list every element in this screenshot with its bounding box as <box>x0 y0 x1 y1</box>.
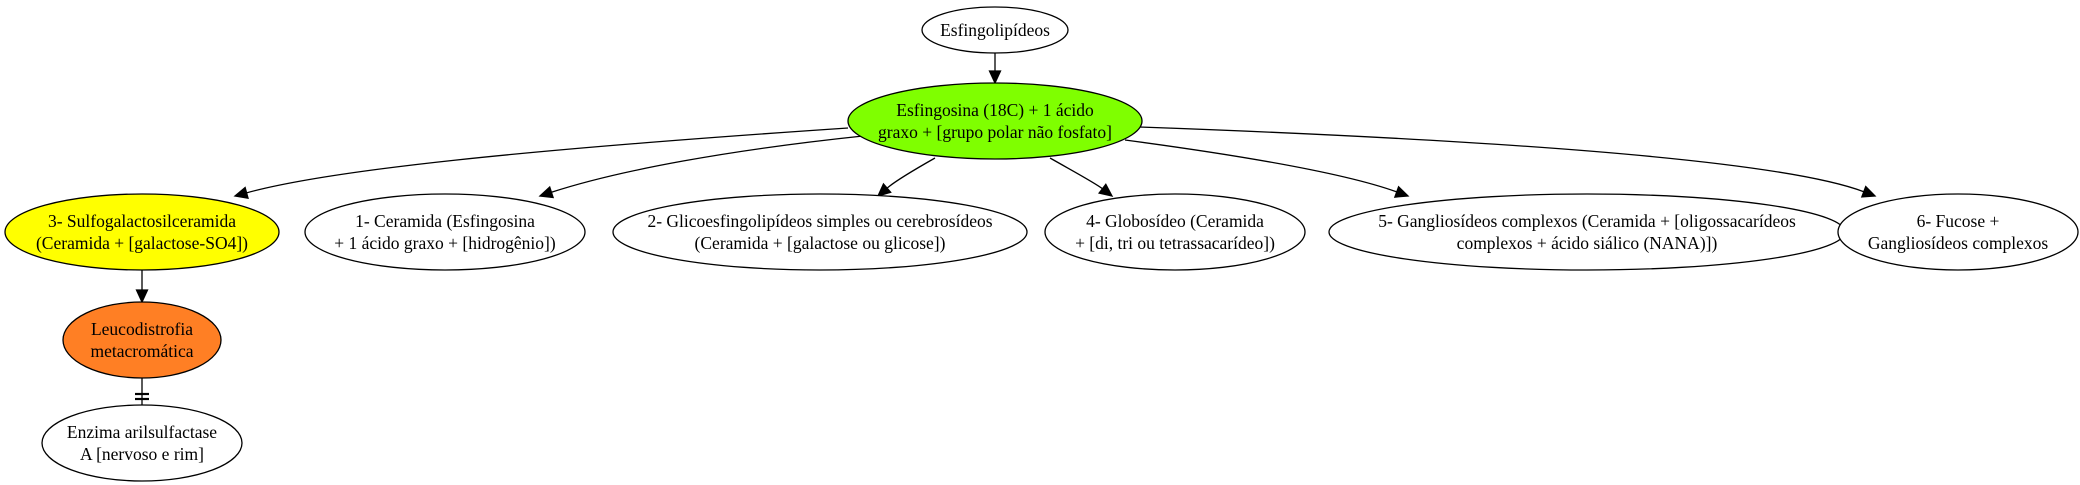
node-ellipse <box>4 193 280 271</box>
node-esfingolipideos: Esfingolipídeos <box>921 6 1069 54</box>
node-label-line: Enzima arilsulfactase <box>67 422 217 442</box>
node-ellipse <box>1837 193 2079 271</box>
node-label-line: Esfingolipídeos <box>940 20 1050 40</box>
node-label-line: (Ceramida + [galactose ou glicose]) <box>695 233 946 253</box>
edge-esfingosina-to-sulfogalactosil <box>233 127 849 199</box>
node-label-line: + 1 ácido graxo + [hidrogênio]) <box>334 233 556 253</box>
edge-esfingolipideos-to-esfingosina <box>988 53 1002 85</box>
node-label-line: 2- Glicoesfingolipídeos simples ou cereb… <box>647 211 992 231</box>
edge-esfingosina-to-fucose <box>1139 126 1877 198</box>
edge-esfingosina-to-gangliosideos <box>1124 139 1410 198</box>
node-ellipse <box>847 82 1143 160</box>
node-label-line: + [di, tri ou tetrassacarídeo]) <box>1075 233 1275 253</box>
node-label-line: A [nervoso e rim] <box>80 444 204 464</box>
node-glicoesfingolipideos: 2- Glicoesfingolipídeos simples ou cereb… <box>612 193 1028 271</box>
node-label-line: metacromática <box>91 341 194 361</box>
edge-esfingosina-to-glicoesfingolipideos <box>876 157 936 198</box>
arrowhead-icon <box>1393 185 1410 198</box>
node-label-line: 6- Fucose + <box>1917 211 2000 231</box>
edge-leucodistrofia-to-enzima <box>135 378 149 405</box>
edge-line <box>1139 126 1865 193</box>
node-ceramida: 1- Ceramida (Esfingosina+ 1 ácido graxo … <box>304 193 586 271</box>
arrowhead-icon <box>1860 185 1877 198</box>
edge-line <box>1124 139 1397 193</box>
edge-line <box>886 157 936 189</box>
node-label-line: Gangliosídeos complexos <box>1868 233 2049 253</box>
arrowhead-icon <box>876 182 892 198</box>
node-label-line: 1- Ceramida (Esfingosina <box>355 211 535 231</box>
node-gangliosideos: 5- Gangliosídeos complexos (Ceramida + [… <box>1328 193 1846 271</box>
arrowhead-icon <box>1097 183 1114 197</box>
node-label-line: graxo + [grupo polar não fosfato] <box>878 122 1112 142</box>
node-sulfogalactosil: 3- Sulfogalactosilceramida(Ceramida + [g… <box>4 193 280 271</box>
node-label-line: 5- Gangliosídeos complexos (Ceramida + [… <box>1378 211 1796 231</box>
node-ellipse <box>1328 193 1846 271</box>
node-label-line: 4- Globosídeo (Ceramida <box>1086 211 1264 231</box>
node-label-line: (Ceramida + [galactose-SO4]) <box>36 233 248 253</box>
node-ellipse <box>62 301 222 379</box>
node-label-line: Leucodistrofia <box>91 319 193 339</box>
node-ellipse <box>41 404 243 482</box>
node-label-line: complexos + ácido siálico (NANA)]) <box>1457 233 1718 253</box>
arrowhead-icon <box>538 185 555 199</box>
arrowhead-icon <box>988 70 1002 85</box>
edges-layer <box>135 53 1877 405</box>
edge-line <box>1049 157 1103 190</box>
node-label-line: 3- Sulfogalactosilceramida <box>48 211 236 231</box>
node-fucose: 6- Fucose +Gangliosídeos complexos <box>1837 193 2079 271</box>
node-ellipse <box>1044 193 1306 271</box>
edge-esfingosina-to-globosideo <box>1049 157 1114 197</box>
edge-line <box>246 127 849 194</box>
edge-line <box>551 135 864 193</box>
node-ellipse <box>921 6 1069 54</box>
node-globosideo: 4- Globosídeo (Ceramida+ [di, tri ou tet… <box>1044 193 1306 271</box>
node-label-line: Esfingosina (18C) + 1 ácido <box>896 100 1094 120</box>
node-ellipse <box>304 193 586 271</box>
arrowhead-icon <box>233 186 249 199</box>
edge-sulfogalactosil-to-leucodistrofia <box>135 270 149 304</box>
arrowhead-icon <box>135 289 149 304</box>
edge-esfingosina-to-ceramida <box>538 135 864 199</box>
node-ellipse <box>612 193 1028 271</box>
